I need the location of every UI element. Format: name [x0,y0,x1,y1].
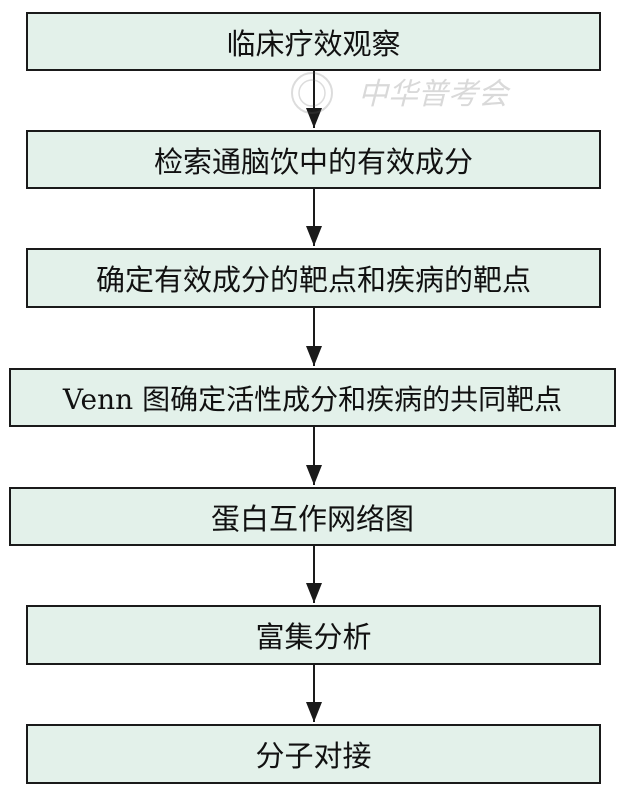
flow-step-clinical-observation: 临床疗效观察 [26,12,601,71]
flow-step-venn-common-targets: Venn 图确定活性成分和疾病的共同靶点 [9,368,616,427]
arrowhead-6-7 [306,702,322,722]
arrowhead-4-5 [306,465,322,485]
flow-step-molecular-docking: 分子对接 [26,724,601,784]
watermark-logo: 中华普考会 [288,68,588,118]
flow-step-label: 蛋白互作网络图 [210,501,414,536]
arrowhead-2-3 [306,226,322,246]
watermark-text: 中华普考会 [358,77,511,112]
flow-step-determine-targets: 确定有效成分的靶点和疾病的靶点 [26,248,601,308]
flow-step-retrieve-components: 检索通脑饮中的有效成分 [26,130,601,189]
watermark-seal-icon [291,72,333,114]
flow-step-label: 富集分析 [255,620,372,654]
flow-step-label: 确定有效成分的靶点和疾病的靶点 [95,263,531,297]
flow-step-label: 检索通脑饮中的有效成分 [153,144,473,179]
flow-step-label: 临床疗效观察 [226,26,401,61]
arrowhead-3-4 [306,346,322,366]
flow-step-label: 分子对接 [255,739,372,773]
flow-step-enrichment-analysis: 富集分析 [26,605,601,665]
arrowhead-5-6 [306,583,322,603]
flow-step-label: Venn 图确定活性成分和疾病的共同靶点 [62,382,563,416]
flow-step-ppi-network: 蛋白互作网络图 [9,487,616,546]
